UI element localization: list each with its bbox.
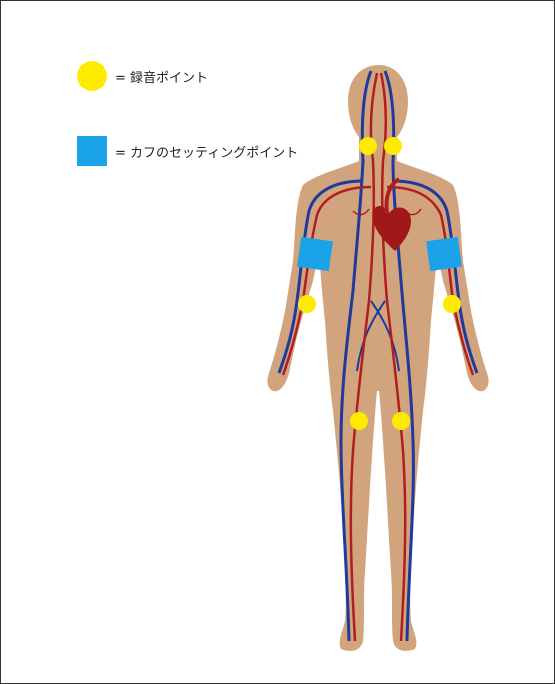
recording-point-right-thigh bbox=[350, 412, 368, 430]
recording-point-right-forearm bbox=[298, 295, 316, 313]
recording-point-left-forearm bbox=[443, 295, 461, 313]
cuff-point-left-upper-arm bbox=[426, 237, 462, 271]
body-silhouette bbox=[267, 65, 488, 651]
recording-point-left-thigh bbox=[392, 412, 410, 430]
cuff-point-right-upper-arm bbox=[297, 237, 333, 271]
recording-point-neck-right bbox=[359, 137, 377, 155]
recording-point-neck-left bbox=[384, 137, 402, 155]
